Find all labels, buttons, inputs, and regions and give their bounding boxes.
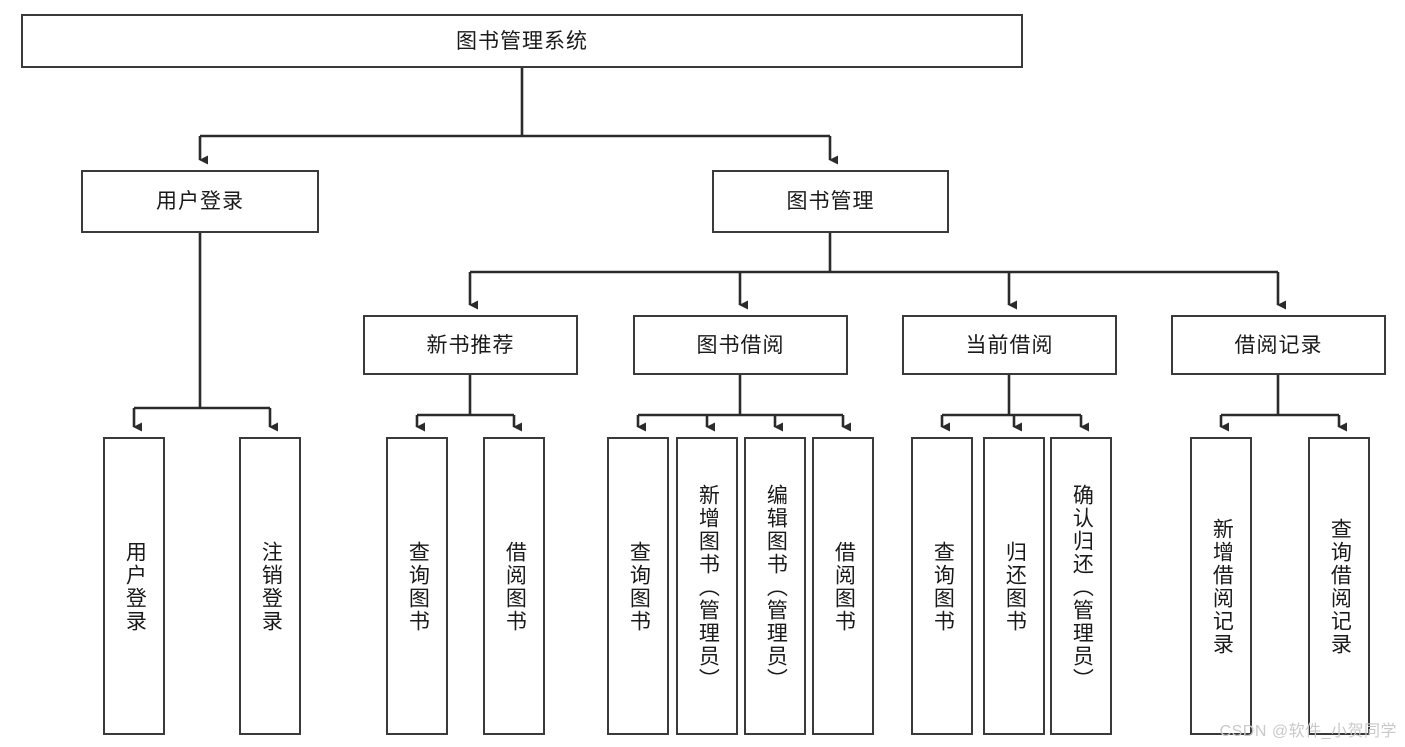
leaf-borrow-book-newbook-label: 借阅图书 — [503, 541, 527, 633]
leaf-logout-label: 注销登录 — [259, 541, 283, 633]
leaf-return-book-label: 归还图书 — [1003, 541, 1027, 633]
node-root[interactable]: 图书管理系统 — [21, 14, 1023, 68]
leaf-borrow-book-borrow[interactable]: 借阅图书 — [812, 437, 874, 735]
leaf-query-book-borrow-label: 查询图书 — [627, 541, 651, 633]
leaf-query-book-current[interactable]: 查询图书 — [911, 437, 973, 735]
leaf-query-borrow-record[interactable]: 查询借阅记录 — [1308, 437, 1370, 735]
node-borrow-record-label: 借阅记录 — [1234, 333, 1323, 357]
leaf-add-borrow-record[interactable]: 新增借阅记录 — [1190, 437, 1252, 735]
leaf-edit-book-admin[interactable]: 编辑图书（管理员） — [744, 437, 806, 735]
leaf-add-book-admin-label: 新增图书（管理员） — [696, 483, 720, 691]
leaf-borrow-book-newbook[interactable]: 借阅图书 — [483, 437, 545, 735]
watermark-text: CSDN @软件_小贺同学 — [1219, 723, 1397, 740]
leaf-borrow-book-borrow-label: 借阅图书 — [832, 541, 856, 633]
node-new-book-recommend[interactable]: 新书推荐 — [363, 315, 578, 375]
leaf-query-borrow-record-label: 查询借阅记录 — [1328, 518, 1352, 656]
leaf-query-book-current-label: 查询图书 — [931, 541, 955, 633]
node-borrow-record[interactable]: 借阅记录 — [1171, 315, 1386, 375]
node-current-borrow[interactable]: 当前借阅 — [902, 315, 1117, 375]
leaf-logout[interactable]: 注销登录 — [239, 437, 301, 735]
node-user-login-label: 用户登录 — [156, 190, 244, 213]
node-book-management[interactable]: 图书管理 — [712, 170, 949, 233]
leaf-query-book-newbook-label: 查询图书 — [406, 541, 430, 633]
leaf-confirm-return-admin[interactable]: 确认归还（管理员） — [1050, 437, 1112, 735]
node-book-borrow[interactable]: 图书借阅 — [633, 315, 848, 375]
leaf-return-book[interactable]: 归还图书 — [983, 437, 1045, 735]
node-user-login[interactable]: 用户登录 — [81, 170, 319, 233]
node-root-label: 图书管理系统 — [456, 29, 588, 53]
node-book-borrow-label: 图书借阅 — [696, 333, 785, 357]
leaf-edit-book-admin-label: 编辑图书（管理员） — [764, 483, 788, 691]
node-current-borrow-label: 当前借阅 — [965, 333, 1054, 357]
node-new-book-recommend-label: 新书推荐 — [426, 333, 515, 357]
leaf-user-login-label: 用户登录 — [123, 541, 147, 633]
leaf-query-book-borrow[interactable]: 查询图书 — [607, 437, 669, 735]
leaf-query-book-newbook[interactable]: 查询图书 — [386, 437, 448, 735]
leaf-user-login[interactable]: 用户登录 — [103, 437, 165, 735]
node-book-management-label: 图书管理 — [786, 190, 875, 213]
leaf-confirm-return-admin-label: 确认归还（管理员） — [1070, 483, 1094, 691]
leaf-add-book-admin[interactable]: 新增图书（管理员） — [676, 437, 738, 735]
leaf-add-borrow-record-label: 新增借阅记录 — [1210, 518, 1234, 656]
